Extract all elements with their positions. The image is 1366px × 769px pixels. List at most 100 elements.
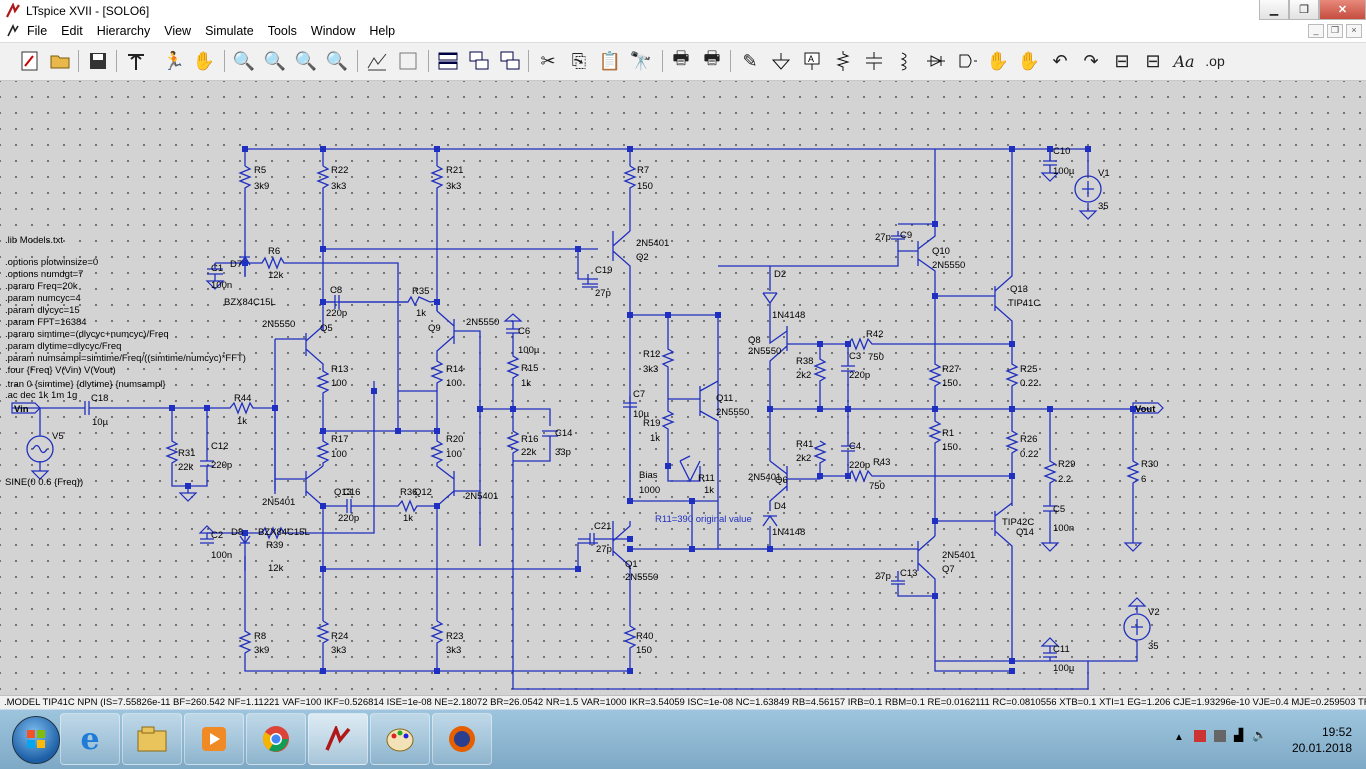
r13-label[interactable]: R13 <box>331 364 348 375</box>
q13-label[interactable]: Q13 <box>1010 284 1028 295</box>
menu-simulate[interactable]: Simulate <box>205 24 254 38</box>
open-folder-icon[interactable] <box>47 48 73 74</box>
menu-help[interactable]: Help <box>369 24 396 38</box>
drag-icon[interactable]: ✋ <box>1017 50 1041 71</box>
c10-value[interactable]: 100µ <box>1053 166 1075 177</box>
r38-value[interactable]: 2k2 <box>796 370 811 381</box>
r8-label[interactable]: R8 <box>254 631 266 642</box>
d2-label[interactable]: D2 <box>774 269 786 280</box>
r20-value[interactable]: 100 <box>446 449 462 460</box>
power-icon[interactable] <box>1214 730 1226 742</box>
volume-icon[interactable]: 🔈 <box>1252 728 1267 742</box>
capacitor-icon[interactable] <box>861 48 887 74</box>
q1-model[interactable]: 2N5550 <box>625 572 658 583</box>
cut-icon[interactable]: ✂ <box>540 50 556 71</box>
menu-file[interactable]: File <box>27 24 48 38</box>
c12-label[interactable]: C12 <box>211 441 228 452</box>
r12-value[interactable]: 3k3 <box>643 364 658 375</box>
bias-label[interactable]: Bias <box>639 470 658 481</box>
r26-label[interactable]: R26 <box>1020 434 1037 445</box>
pan-icon[interactable]: 🔍 <box>263 50 287 71</box>
r23-label[interactable]: R23 <box>446 631 463 642</box>
c11-label[interactable]: C11 <box>1053 644 1070 655</box>
q1-label[interactable]: Q1 <box>625 559 638 570</box>
restore-button[interactable]: ❐ <box>1289 0 1319 20</box>
c5-label[interactable]: C5 <box>1053 504 1065 515</box>
ground-icon[interactable] <box>768 48 794 74</box>
r23-value[interactable]: 3k3 <box>446 645 461 656</box>
mdi-restore-button[interactable]: ❐ <box>1327 24 1343 38</box>
c13-value[interactable]: 27p <box>875 571 891 582</box>
c18-label[interactable]: C18 <box>91 393 108 404</box>
directive-param-fft[interactable]: .param FFT=16384 <box>5 317 87 328</box>
r6-value[interactable]: 12k <box>268 270 284 281</box>
c14-label[interactable]: C14 <box>555 428 572 439</box>
q5-model[interactable]: 2N5550 <box>262 319 295 330</box>
c12-value[interactable]: 220p <box>211 460 232 471</box>
menu-view[interactable]: View <box>164 24 192 38</box>
c21-value[interactable]: 27p <box>596 544 612 555</box>
d7-label[interactable]: D7 <box>230 259 242 270</box>
r17-label[interactable]: R17 <box>331 434 348 445</box>
r11-value[interactable]: 1k <box>704 485 714 496</box>
d2-value[interactable]: 1N4148 <box>772 310 805 321</box>
r30-value[interactable]: 6 <box>1141 474 1146 485</box>
text-icon[interactable]: Aa <box>1173 51 1195 71</box>
r13-value[interactable]: 100 <box>331 378 347 389</box>
redo-icon[interactable]: ↷ <box>1083 50 1099 71</box>
r16-label[interactable]: R16 <box>521 434 538 445</box>
q8-label[interactable]: Q8 <box>748 335 761 346</box>
r41-value[interactable]: 2k2 <box>796 453 811 464</box>
move-icon[interactable]: ✋ <box>986 50 1010 71</box>
start-button[interactable] <box>12 716 60 764</box>
r30-label[interactable]: R30 <box>1141 459 1158 470</box>
c8-label[interactable]: C8 <box>330 285 342 296</box>
directive-param-dlycyc[interactable]: .param dlycyc=15 <box>5 305 80 316</box>
vin-port-label[interactable]: Vin <box>14 404 29 415</box>
directive-param-freq[interactable]: .param Freq=20k <box>5 281 78 292</box>
r7-value[interactable]: 150 <box>637 181 653 192</box>
c10-label[interactable]: C10 <box>1053 146 1070 157</box>
media-player-icon[interactable] <box>184 713 244 765</box>
paint-icon[interactable] <box>370 713 430 765</box>
r1-value[interactable]: 150 <box>942 442 958 453</box>
c6-value[interactable]: 100µ <box>518 345 540 356</box>
r29-value[interactable]: 2.2 <box>1058 474 1071 485</box>
zoom-in-icon[interactable]: 🔍 <box>232 50 256 71</box>
menu-hierarchy[interactable]: Hierarchy <box>96 24 151 38</box>
v1-label[interactable]: V1 <box>1098 168 1110 179</box>
d8-label[interactable]: D8 <box>231 527 243 538</box>
q6-label[interactable]: Q6 <box>775 475 788 486</box>
paste-icon[interactable]: 📋 <box>598 50 622 71</box>
v1-value[interactable]: 35 <box>1098 201 1109 212</box>
copy-icon[interactable]: ⎘ <box>571 50 587 71</box>
zoom-out-icon[interactable]: 🔍 <box>294 50 318 71</box>
directive-options-numdgt[interactable]: .options numdgt=7 <box>5 269 83 280</box>
q10-model[interactable]: 2N5550 <box>932 260 965 271</box>
r21-value[interactable]: 3k3 <box>446 181 461 192</box>
c13-label[interactable]: C13 <box>900 568 917 579</box>
r1-label[interactable]: R1 <box>942 428 954 439</box>
r41-label[interactable]: R41 <box>796 439 813 450</box>
r21-label[interactable]: R21 <box>446 165 463 176</box>
c3-value[interactable]: 220p <box>849 370 870 381</box>
r39-value[interactable]: 12k <box>268 563 284 574</box>
r8-value[interactable]: 3k9 <box>254 645 269 656</box>
mdi-close-button[interactable]: × <box>1346 24 1362 38</box>
label-net-icon[interactable]: A <box>799 48 825 74</box>
q2-model[interactable]: 2N5401 <box>636 238 669 249</box>
c19-value[interactable]: 27p <box>595 288 611 299</box>
r42-label[interactable]: R42 <box>866 329 883 340</box>
q11-label[interactable]: Q11 <box>716 393 733 404</box>
q6-model[interactable]: 2N5401 <box>748 472 781 483</box>
v5-spec[interactable]: SINE(0 0.6 {Freq}) <box>5 477 83 488</box>
r16-value[interactable]: 22k <box>521 447 537 458</box>
q10-label[interactable]: Q10 <box>932 246 950 257</box>
firefox-icon[interactable] <box>432 713 492 765</box>
print-preview-icon[interactable]: 🖶 <box>672 48 690 68</box>
v2-label[interactable]: V2 <box>1148 607 1160 618</box>
r12-label[interactable]: R12 <box>643 349 660 360</box>
draw-wire-icon[interactable]: ✎ <box>742 50 758 71</box>
r14-label[interactable]: R14 <box>446 364 463 375</box>
find-icon[interactable]: 🔭 <box>629 50 653 71</box>
